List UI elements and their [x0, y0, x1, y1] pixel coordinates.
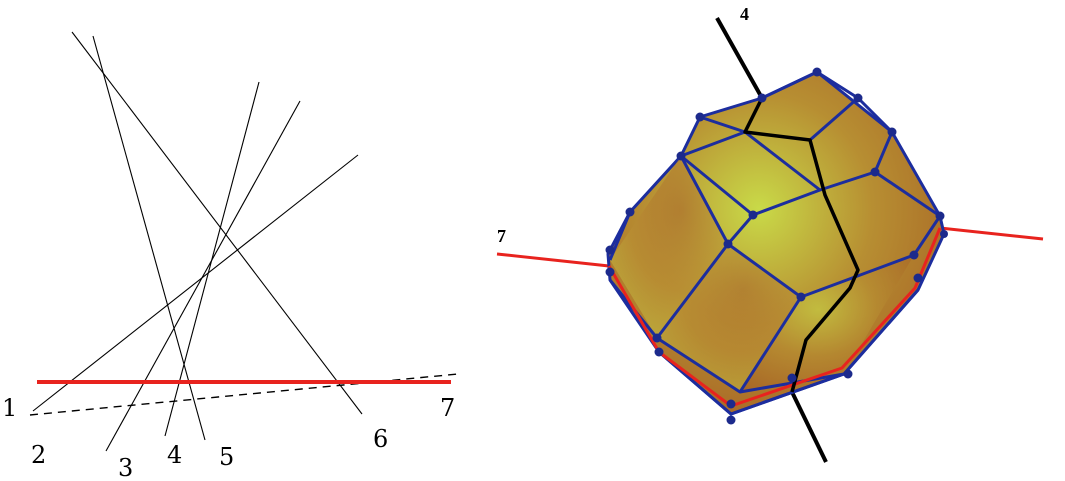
left-label-1: 1 — [2, 394, 17, 422]
line-a — [71, 31, 363, 415]
axis-4-bottom — [790, 391, 828, 463]
dashed-line-1-7 — [29, 373, 459, 416]
left-label-5: 5 — [219, 443, 234, 471]
axis-4-surface-path — [743, 97, 860, 393]
polyhedron-vertices — [605, 67, 948, 425]
left-line-arrangement: 1 2 3 4 5 6 7 — [2, 31, 459, 481]
left-label-3: 3 — [118, 454, 133, 481]
right-polyhedron-diagram: 4 7 — [496, 4, 1044, 463]
axis-7-left — [496, 252, 610, 268]
line-e — [32, 154, 359, 412]
right-label-4: 4 — [740, 4, 749, 24]
axis-4-top — [715, 17, 764, 99]
left-label-7: 7 — [440, 394, 455, 422]
line-b — [92, 35, 206, 441]
right-label-7: 7 — [497, 226, 506, 246]
left-label-2: 2 — [31, 441, 46, 469]
face-right-rhomb — [740, 255, 914, 392]
line-d — [105, 100, 301, 452]
left-label-6: 6 — [373, 425, 388, 453]
face-center-rhomb — [657, 244, 801, 392]
left-label-4: 4 — [167, 441, 182, 469]
axis-7-right — [939, 226, 1044, 241]
face-left-rhomb — [610, 156, 728, 338]
